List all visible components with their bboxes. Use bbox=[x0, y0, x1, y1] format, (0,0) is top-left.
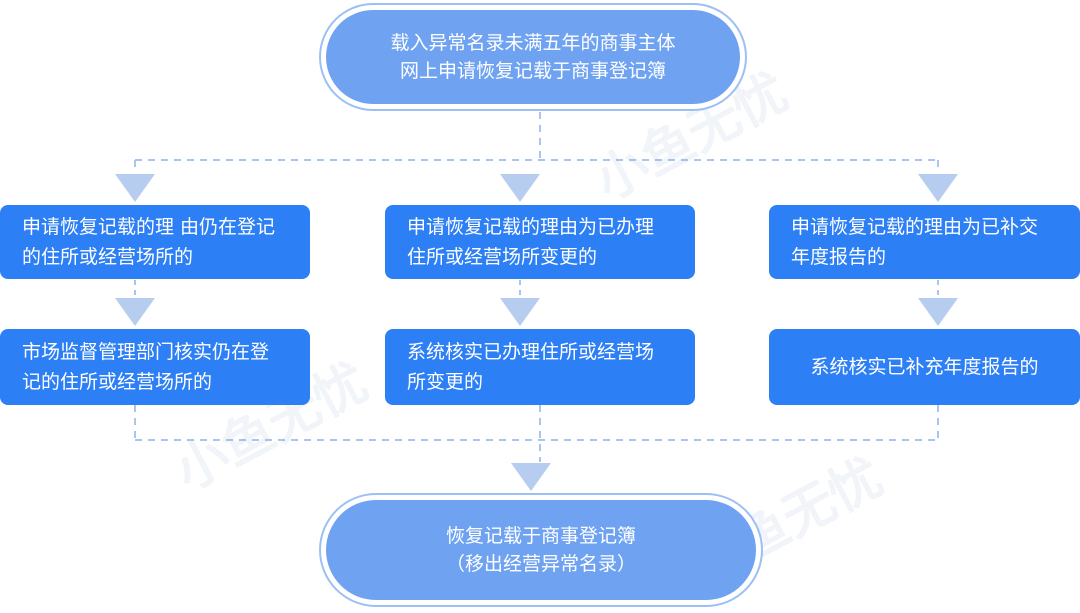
check-middle-line-2: 所变更的 bbox=[407, 371, 484, 393]
start-node-line-1: 载入异常名录未满五年的商事主体 bbox=[390, 32, 676, 54]
check-left-line-2: 记的住所或经营场所的 bbox=[22, 371, 213, 393]
reason-box-left: 申请恢复记载的理 由仍在登记 的住所或经营场所的 bbox=[0, 205, 310, 279]
arrow-to-reason-left bbox=[115, 174, 155, 202]
start-node: 载入异常名录未满五年的商事主体 网上申请恢复记载于商事登记簿 bbox=[326, 10, 740, 104]
arrow-to-check-middle bbox=[500, 298, 540, 326]
check-box-left: 市场监督管理部门核实仍在登 记的住所或经营场所的 bbox=[0, 329, 310, 405]
arrow-to-bottom bbox=[511, 463, 551, 491]
check-middle-line-1: 系统核实已办理住所或经营场 bbox=[407, 341, 655, 363]
arrow-to-check-left bbox=[115, 298, 155, 326]
reason-middle-line-2: 住所或经营场所变更的 bbox=[407, 246, 598, 268]
reason-right-line-1: 申请恢复记载的理由为已补交 bbox=[791, 216, 1039, 238]
end-node-line-2: （移出经营异常名录） bbox=[445, 553, 636, 575]
check-box-right: 系统核实已补充年度报告的 bbox=[769, 329, 1080, 405]
reason-left-line-1: 申请恢复记载的理 由仍在登记 bbox=[22, 216, 276, 238]
reason-box-middle: 申请恢复记载的理由为已办理 住所或经营场所变更的 bbox=[385, 205, 695, 279]
arrow-to-reason-middle bbox=[500, 174, 540, 202]
check-left-line-1: 市场监督管理部门核实仍在登 bbox=[22, 341, 270, 363]
reason-left-line-2: 的住所或经营场所的 bbox=[22, 246, 194, 268]
end-node-line-1: 恢复记载于商事登记簿 bbox=[445, 525, 636, 547]
start-node-line-2: 网上申请恢复记载于商事登记簿 bbox=[399, 60, 666, 82]
reason-right-line-2: 年度报告的 bbox=[791, 246, 887, 268]
arrow-to-check-right bbox=[918, 298, 958, 326]
check-right-line-1: 系统核实已补充年度报告的 bbox=[810, 356, 1039, 378]
check-box-middle: 系统核实已办理住所或经营场 所变更的 bbox=[385, 329, 695, 405]
arrow-to-reason-right bbox=[918, 174, 958, 202]
reason-box-right: 申请恢复记载的理由为已补交 年度报告的 bbox=[769, 205, 1080, 279]
reason-middle-line-1: 申请恢复记载的理由为已办理 bbox=[407, 216, 655, 238]
end-node: 恢复记载于商事登记簿 （移出经营异常名录） bbox=[326, 500, 756, 600]
